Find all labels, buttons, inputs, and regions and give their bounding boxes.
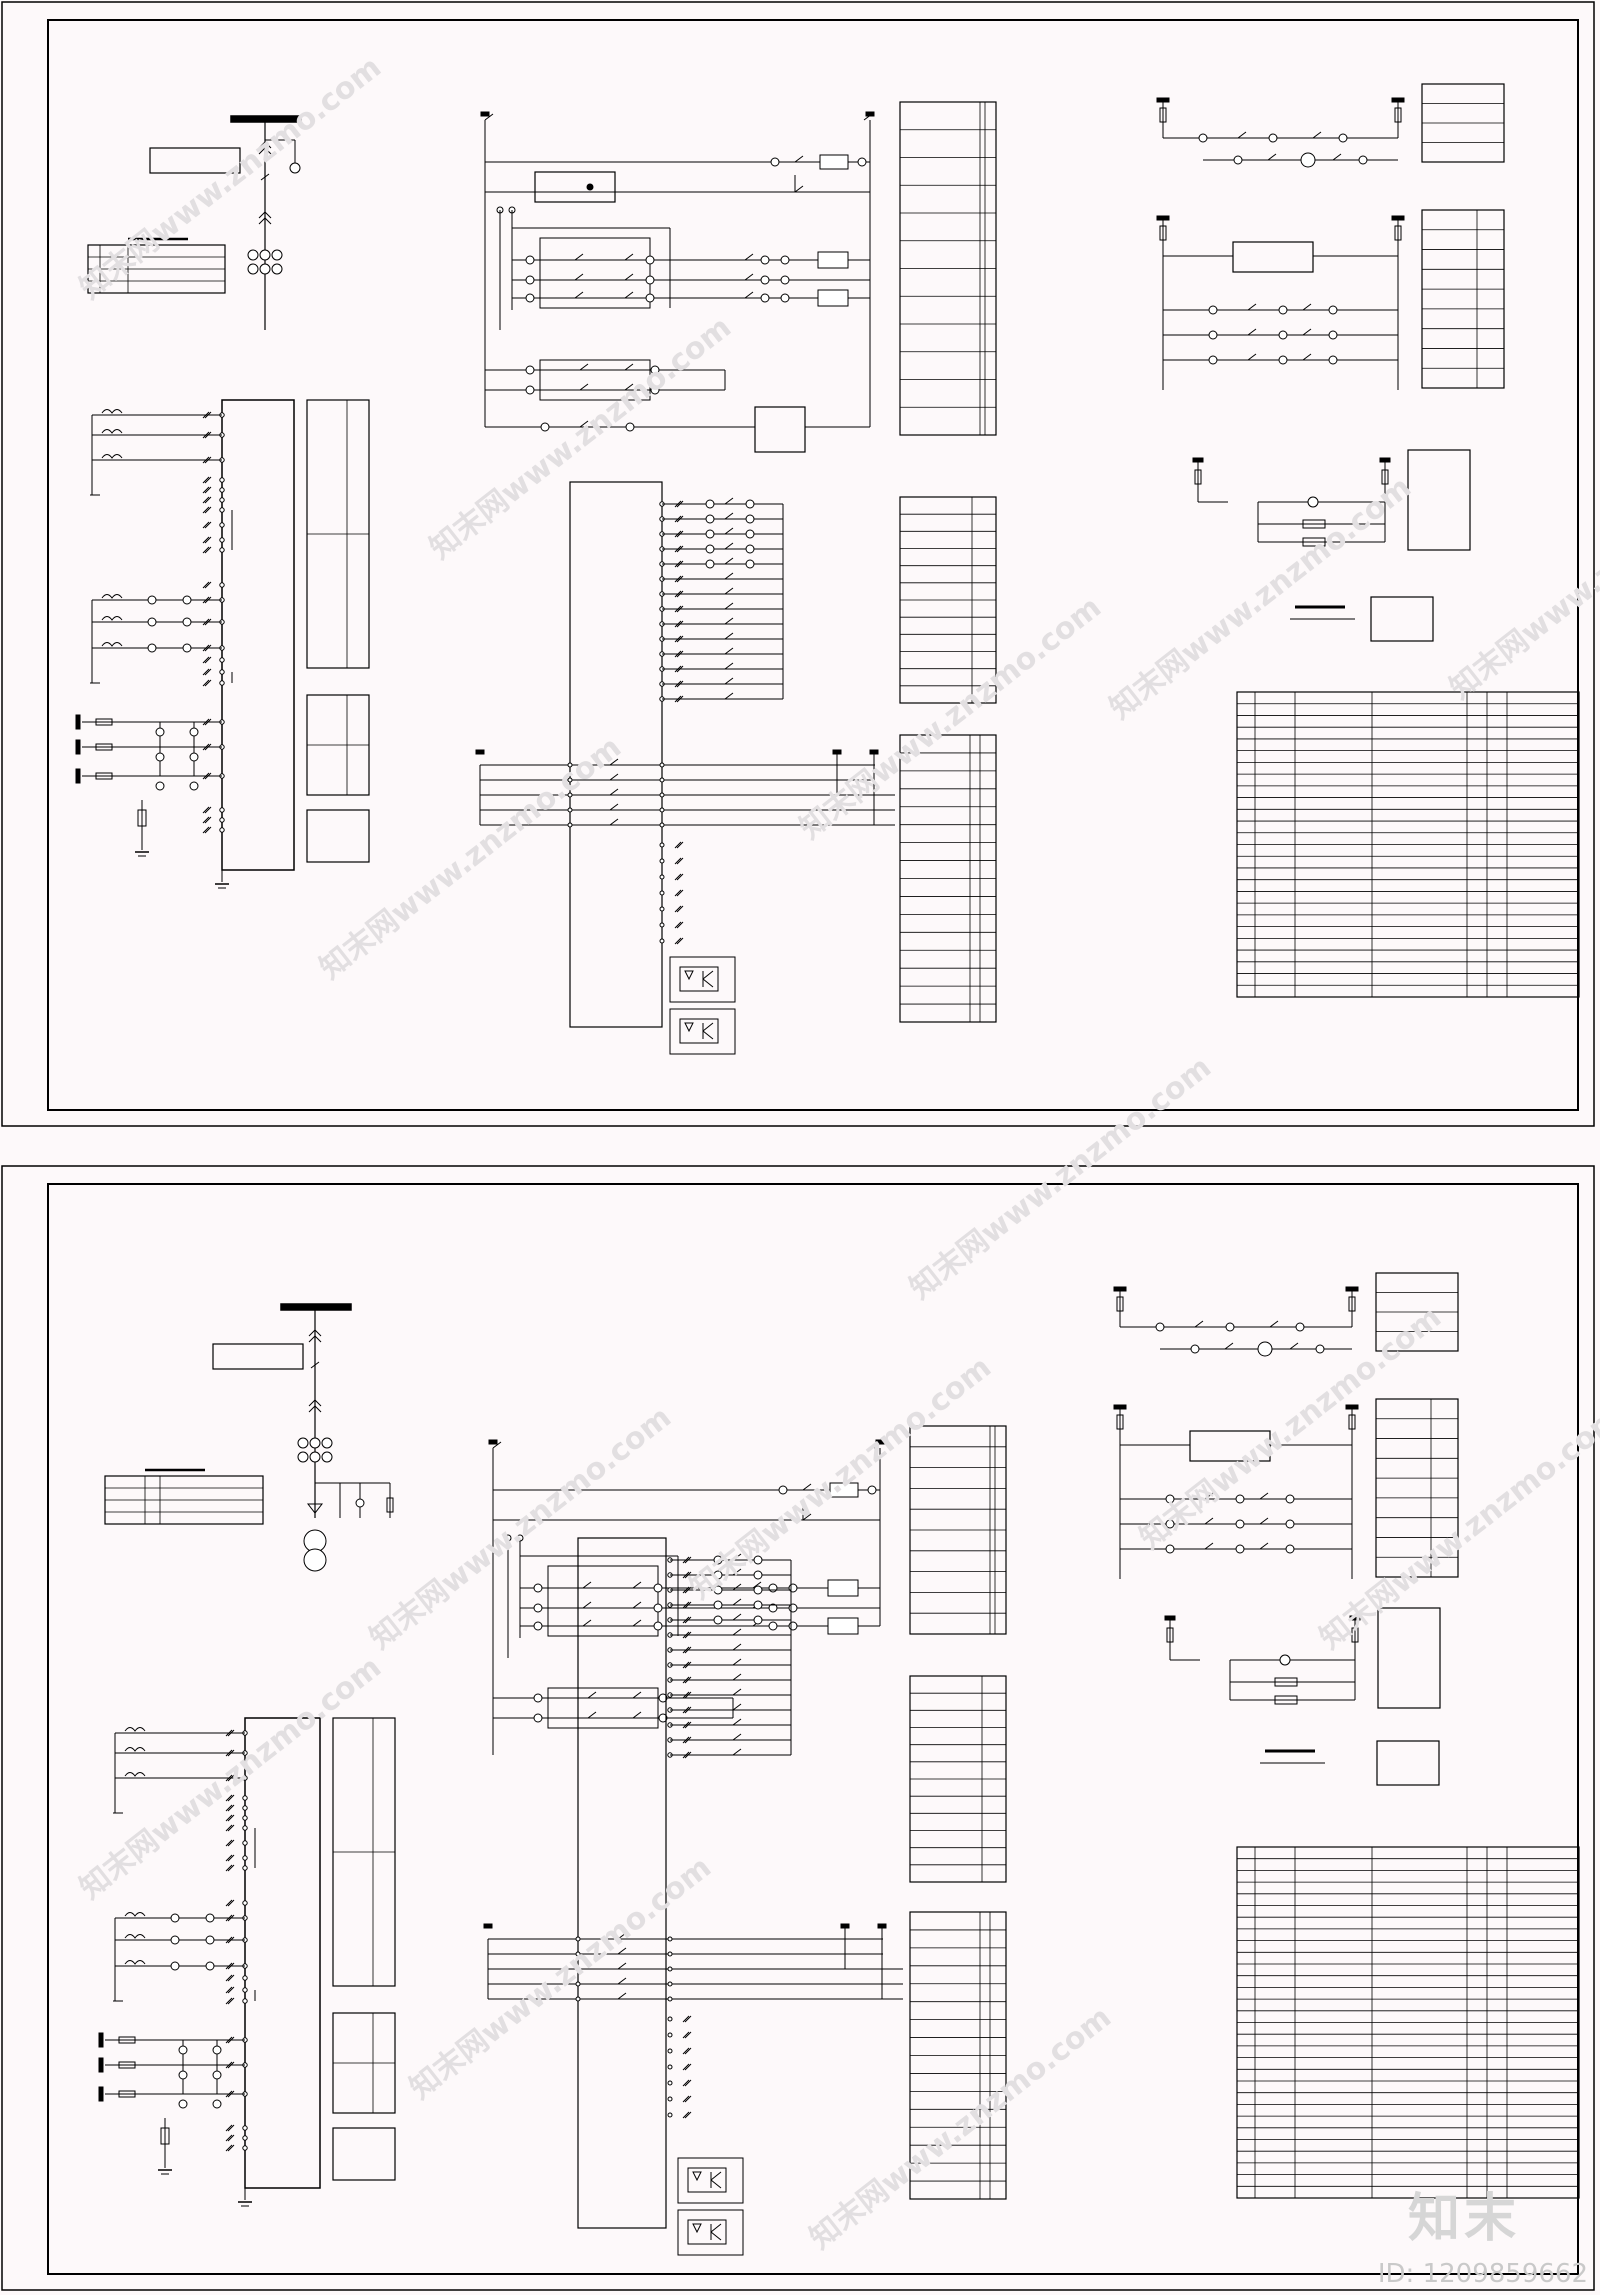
watermark-text: 知末网www.znzmo.com [363,1400,678,1657]
signal-table-b [909,1675,1007,1883]
terminal-table-a [332,1717,396,1987]
control-circuit [488,1439,885,1755]
watermark-text: 知末网www.znzmo.com [1443,450,1600,707]
watermark-text: 知末网www.znzmo.com [423,310,738,567]
materials-list-table [1236,691,1580,998]
current-voltage-wiring [75,399,370,889]
watermark-text: 知末网www.znzmo.com [683,1350,998,1607]
materials-list-grid [1236,1846,1580,2199]
aux-table-b [1375,1398,1459,1578]
auxiliary-circuits [1113,1272,1459,1786]
watermark-text: 知末网www.znzmo.com [313,730,628,987]
primary-single-line [104,1303,394,1572]
aux-table-a [1421,83,1505,163]
current-voltage-wiring [98,1717,396,2207]
signal-table-a [909,1425,1007,1635]
aux-table-a [1375,1272,1459,1352]
auxiliary-circuits [1156,83,1505,642]
drawing-sheet-1 [1,1,1595,1127]
control-circuit [480,111,875,453]
drawing-sheet-2 [1,1165,1595,2291]
terminal-table-b [306,694,370,796]
signal-table-c [909,1911,1007,2200]
io-terminal-block [483,1425,1007,2256]
primary-single-line [87,115,302,330]
signal-table-a [899,101,997,436]
terminal-table-a [306,399,370,669]
aux-table-b [1421,209,1505,389]
image-id-label: ID: 1209859662 [1377,2259,1588,2289]
materials-list-grid [1236,691,1580,998]
watermark-layer: 知末网www.znzmo.com知末网www.znzmo.com知末网www.z… [73,50,1600,2257]
signal-table-b [899,496,997,704]
materials-list-table [1236,1846,1580,2199]
watermark-text: 知末网www.znzmo.com [73,50,388,307]
watermark-text: 知末网www.znzmo.com [793,590,1108,847]
info-table [87,244,226,294]
watermark-text: 知末网www.znzmo.com [803,2000,1118,2257]
io-terminal-block [475,101,997,1055]
signal-table-c [899,734,997,1023]
terminal-table-b [332,2012,396,2114]
info-table [104,1475,264,1525]
brand-logo: 知末 [1407,2189,1520,2249]
watermark-text: 知末网www.znzmo.com [903,1050,1218,1307]
